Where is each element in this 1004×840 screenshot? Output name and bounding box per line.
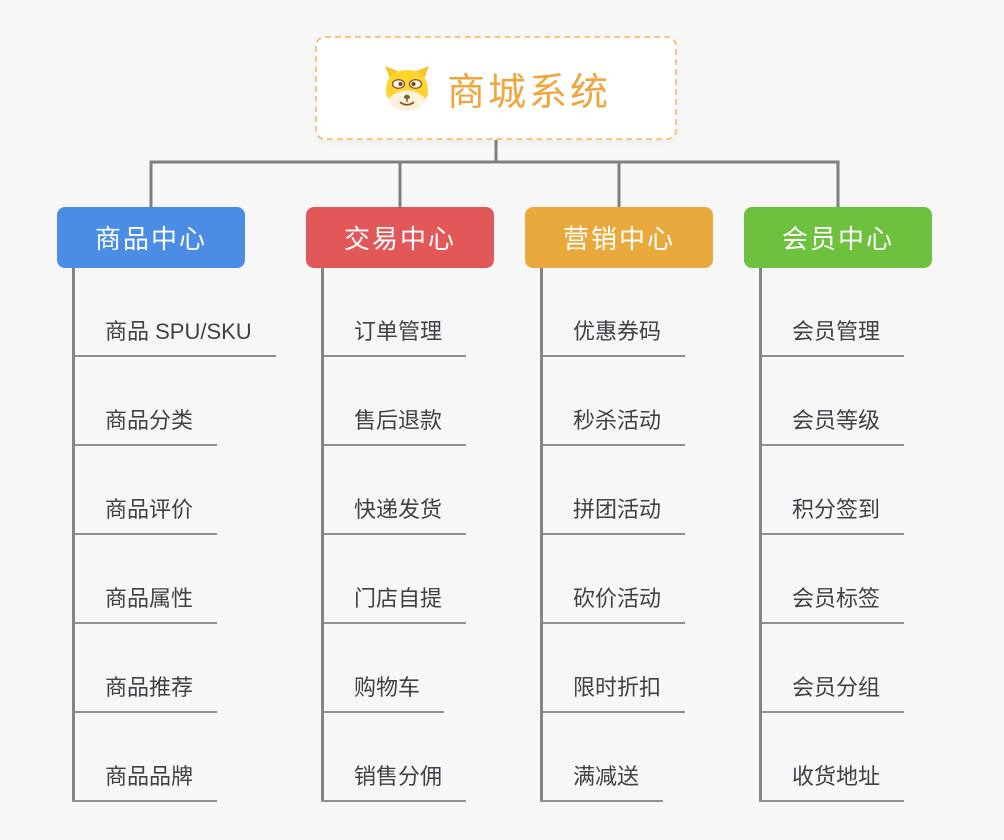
leaf-node[interactable]: 门店自提 <box>321 535 494 624</box>
leaf-node[interactable]: 满减送 <box>540 713 713 802</box>
leaf-label: 销售分佣 <box>321 759 467 802</box>
leaf-label: 砍价活动 <box>540 581 686 624</box>
branch-node-trade[interactable]: 交易中心 <box>306 207 494 268</box>
leaf-group-trade: 订单管理 售后退款 快递发货 门店自提 购物车 销售分佣 <box>306 268 494 802</box>
leaf-node[interactable]: 积分签到 <box>759 446 932 535</box>
leaf-label: 会员等级 <box>759 403 905 446</box>
leaf-label: 商品评价 <box>72 492 218 535</box>
leaf-node[interactable]: 销售分佣 <box>321 713 494 802</box>
branch-column-member: 会员中心 会员管理 会员等级 积分签到 会员标签 会员分组 收货地址 <box>744 207 932 802</box>
leaf-node[interactable]: 收货地址 <box>759 713 932 802</box>
leaf-label: 订单管理 <box>321 314 467 357</box>
leaf-label: 会员管理 <box>759 314 905 357</box>
leaf-node[interactable]: 商品分类 <box>72 357 245 446</box>
leaf-node[interactable]: 会员标签 <box>759 535 932 624</box>
leaf-node[interactable]: 砍价活动 <box>540 535 713 624</box>
leaf-label: 满减送 <box>540 759 664 802</box>
branch-label: 营销中心 <box>562 224 675 254</box>
dog-face-icon <box>384 66 429 111</box>
leaf-label: 商品推荐 <box>72 670 218 713</box>
leaf-node[interactable]: 优惠券码 <box>540 268 713 357</box>
branch-label: 会员中心 <box>781 224 894 254</box>
root-node[interactable]: 商城系统 <box>315 36 677 140</box>
leaf-label: 限时折扣 <box>540 670 686 713</box>
leaf-label: 会员标签 <box>759 581 905 624</box>
leaf-node[interactable]: 商品评价 <box>72 446 245 535</box>
branch-column-marketing: 营销中心 优惠券码 秒杀活动 拼团活动 砍价活动 限时折扣 满减送 <box>525 207 713 802</box>
branch-label: 商品中心 <box>94 224 207 254</box>
leaf-label: 快递发货 <box>321 492 467 535</box>
leaf-node[interactable]: 会员等级 <box>759 357 932 446</box>
leaf-node[interactable]: 售后退款 <box>321 357 494 446</box>
branch-column-trade: 交易中心 订单管理 售后退款 快递发货 门店自提 购物车 销售分佣 <box>306 207 494 802</box>
leaf-node[interactable]: 订单管理 <box>321 268 494 357</box>
branch-node-marketing[interactable]: 营销中心 <box>525 207 713 268</box>
leaf-node[interactable]: 会员管理 <box>759 268 932 357</box>
leaf-label: 收货地址 <box>759 759 905 802</box>
trunk-line <box>321 268 324 800</box>
leaf-label: 商品 SPU/SKU <box>72 314 276 357</box>
leaf-node[interactable]: 商品品牌 <box>72 713 245 802</box>
leaf-label: 购物车 <box>321 670 445 713</box>
root-title: 商城系统 <box>446 71 611 114</box>
leaf-label: 积分签到 <box>759 492 905 535</box>
leaf-node[interactable]: 拼团活动 <box>540 446 713 535</box>
leaf-node[interactable]: 购物车 <box>321 624 494 713</box>
leaf-label: 秒杀活动 <box>540 403 686 446</box>
leaf-group-product: 商品 SPU/SKU 商品分类 商品评价 商品属性 商品推荐 商品品牌 <box>57 268 276 802</box>
trunk-line <box>759 268 762 800</box>
leaf-node[interactable]: 会员分组 <box>759 624 932 713</box>
leaf-node[interactable]: 快递发货 <box>321 446 494 535</box>
leaf-node[interactable]: 商品推荐 <box>72 624 245 713</box>
leaf-label: 售后退款 <box>321 403 467 446</box>
branch-node-product[interactable]: 商品中心 <box>57 207 245 268</box>
leaf-group-marketing: 优惠券码 秒杀活动 拼团活动 砍价活动 限时折扣 满减送 <box>525 268 713 802</box>
leaf-node[interactable]: 限时折扣 <box>540 624 713 713</box>
branch-label: 交易中心 <box>343 224 456 254</box>
branch-column-product: 商品中心 商品 SPU/SKU 商品分类 商品评价 商品属性 商品推荐 商品品牌 <box>57 207 276 802</box>
trunk-line <box>72 268 75 800</box>
leaf-node[interactable]: 秒杀活动 <box>540 357 713 446</box>
leaf-label: 优惠券码 <box>540 314 686 357</box>
leaf-label: 会员分组 <box>759 670 905 713</box>
leaf-label: 拼团活动 <box>540 492 686 535</box>
leaf-label: 商品属性 <box>72 581 218 624</box>
leaf-node[interactable]: 商品属性 <box>72 535 245 624</box>
trunk-line <box>540 268 543 800</box>
leaf-label: 商品分类 <box>72 403 218 446</box>
leaf-label: 门店自提 <box>321 581 467 624</box>
branch-node-member[interactable]: 会员中心 <box>744 207 932 268</box>
leaf-group-member: 会员管理 会员等级 积分签到 会员标签 会员分组 收货地址 <box>744 268 932 802</box>
leaf-label: 商品品牌 <box>72 759 218 802</box>
leaf-node[interactable]: 商品 SPU/SKU <box>72 268 276 357</box>
